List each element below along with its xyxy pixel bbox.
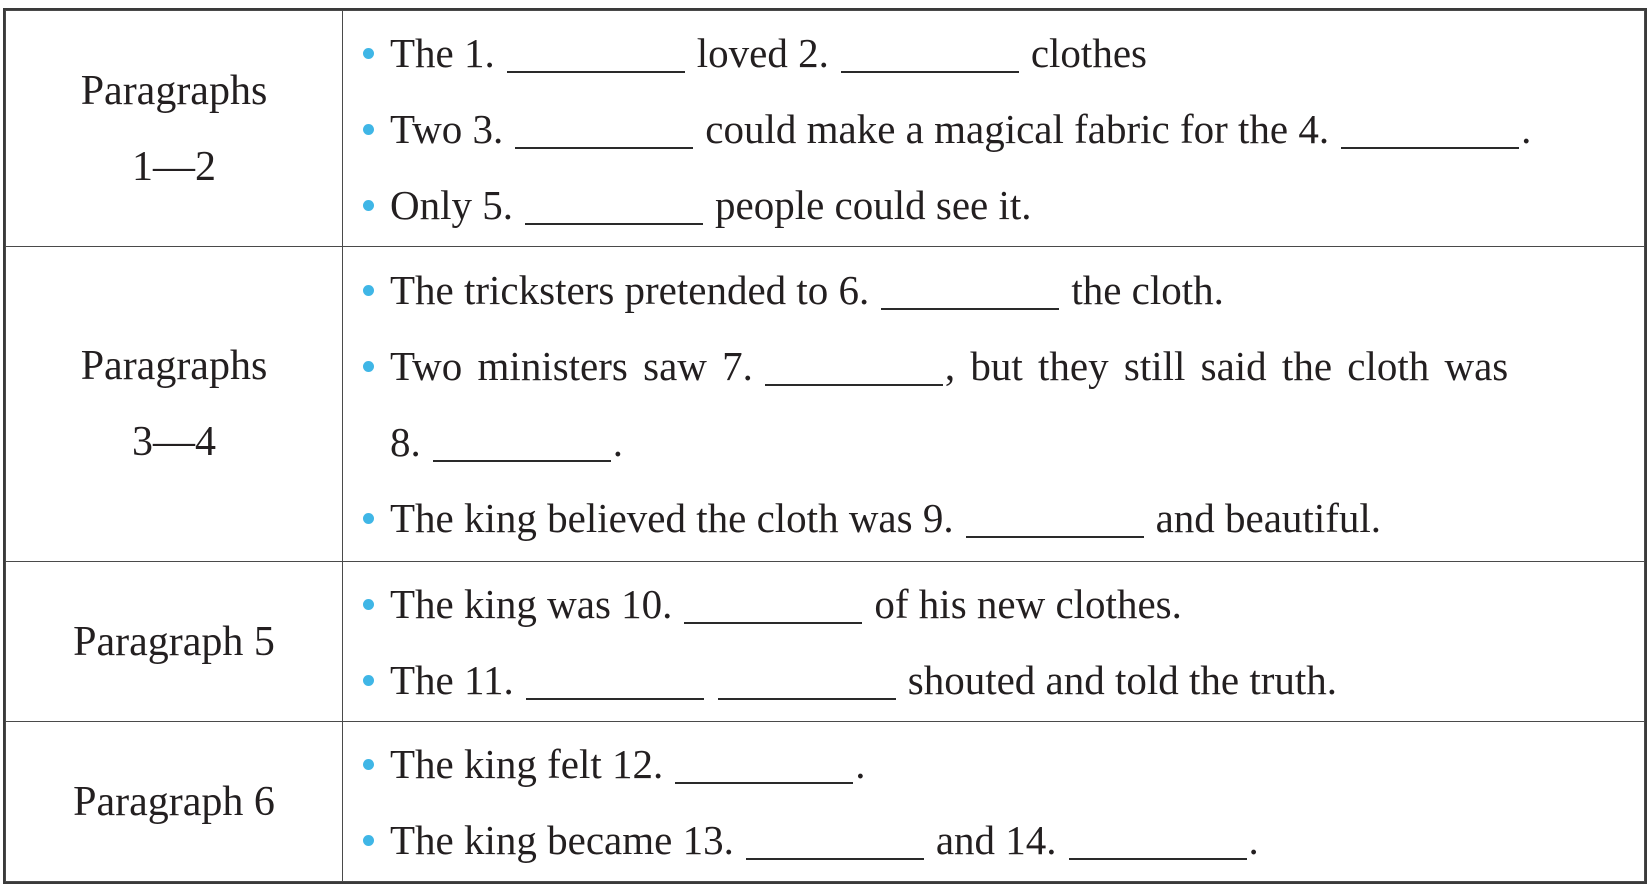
bullet-dot-icon (363, 123, 374, 135)
blank-11b[interactable] (717, 697, 896, 700)
sentence-1: The 1. loved 2. clothes (363, 15, 1638, 91)
sentence-text: could make a magical fabric for the 4. (705, 105, 1330, 152)
summary-table: Paragraphs 1—2 The 1. loved 2. clothes Two… (5, 9, 1645, 882)
blank-4[interactable] (1341, 146, 1520, 149)
bullet-dot-icon (363, 47, 374, 59)
sentence-text: people could see it. (715, 181, 1032, 228)
sentence-text: , but they still said the cloth was (944, 343, 1509, 390)
sentence-text: shouted and told the truth. (907, 656, 1338, 703)
sentence-text: Two 3. (390, 105, 504, 152)
blank-2[interactable] (840, 70, 1019, 73)
bullet-dot-icon (363, 598, 374, 610)
bullet-dot-icon (363, 361, 374, 373)
blank-14[interactable] (1068, 857, 1247, 860)
bullet-dot-icon (363, 834, 374, 846)
blank-13[interactable] (745, 857, 924, 860)
table-row-paragraph-5: Paragraph 5 The king was 10. of his new c… (5, 561, 1645, 723)
summary-table-frame: Paragraphs 1—2 The 1. loved 2. clothes Two… (3, 8, 1647, 884)
sentence-13: The king became 13. and 14.. (363, 802, 1638, 878)
sentence-text: and 14. (935, 816, 1057, 863)
blank-10[interactable] (684, 621, 863, 624)
row-label-paragraphs-1-2: Paragraphs 1—2 (5, 9, 343, 248)
row-content-paragraphs-3-4: The tricksters pretended to 6. the cloth.… (342, 246, 1645, 563)
sentence-6: The tricksters pretended to 6. the cloth. (363, 252, 1638, 328)
blank-8[interactable] (432, 459, 611, 463)
sentence-3: Only 5. people could see it. (363, 167, 1638, 243)
sentence-text: The king believed the cloth was 9. (390, 495, 954, 542)
blank-9[interactable] (965, 535, 1144, 539)
table-row-paragraph-6: Paragraph 6 The king felt 12.. The king … (5, 721, 1645, 882)
sentence-text: Two ministers saw 7. (390, 343, 753, 390)
sentence-7-continued: 8.. (363, 404, 1638, 480)
blank-12[interactable] (675, 781, 854, 784)
row-label-line: Paragraphs (80, 343, 268, 390)
sentence-text: and beautiful. (1155, 495, 1382, 542)
bullet-dot-icon (363, 674, 374, 686)
sentence-7: Two ministers saw 7. , but they still sai… (363, 328, 1638, 404)
sentence-text: . (855, 740, 866, 787)
blank-6[interactable] (881, 307, 1060, 311)
sentence-text: the cloth. (1071, 267, 1224, 314)
row-label-line: Paragraph 6 (73, 778, 275, 825)
row-label-line: Paragraphs (80, 67, 268, 114)
sentence-text: Only 5. (390, 181, 513, 228)
row-label-line: Paragraph 5 (73, 618, 275, 665)
bullet-dot-icon (363, 285, 374, 297)
blank-1[interactable] (506, 70, 685, 73)
table-row-paragraphs-3-4: Paragraphs 3—4 The tricksters pretended … (5, 246, 1645, 563)
sentence-text: loved 2. (696, 29, 829, 76)
sentence-text: The king felt 12. (390, 740, 664, 787)
bullet-dot-icon (363, 199, 374, 211)
sentence-12: The king felt 12.. (363, 726, 1638, 802)
sentence-text: . (612, 419, 623, 466)
blank-7[interactable] (764, 383, 943, 387)
table-row-paragraphs-1-2: Paragraphs 1—2 The 1. loved 2. clothes Two… (5, 9, 1645, 248)
sentence-text: 8. (390, 419, 421, 466)
row-content-paragraph-5: The king was 10. of his new clothes. The … (342, 561, 1645, 723)
row-content-paragraph-6: The king felt 12.. The king became 13. an… (342, 721, 1645, 882)
sentence-11: The 11. shouted and told the truth. (363, 642, 1638, 718)
sentence-2: Two 3. could make a magical fabric for th… (363, 91, 1638, 167)
sentence-text: of his new clothes. (874, 580, 1182, 627)
sentence-text: . (1248, 816, 1259, 863)
sentence-text: The 1. (390, 29, 495, 76)
bullet-dot-icon (363, 513, 374, 525)
row-label-line: 1—2 (132, 143, 216, 190)
sentence-9: The king believed the cloth was 9. and be… (363, 480, 1638, 556)
row-label-paragraph-6: Paragraph 6 (5, 721, 343, 882)
sentence-text: The tricksters pretended to 6. (390, 267, 870, 314)
row-label-paragraphs-3-4: Paragraphs 3—4 (5, 246, 343, 563)
sentence-text: clothes (1030, 29, 1147, 76)
sentence-text: The king was 10. (390, 580, 673, 627)
sentence-text: The 11. (390, 656, 514, 703)
row-label-paragraph-5: Paragraph 5 (5, 561, 343, 723)
blank-5[interactable] (525, 222, 703, 225)
bullet-dot-icon (363, 758, 374, 770)
sentence-text: . (1521, 105, 1532, 152)
sentence-text: The king became 13. (390, 816, 734, 863)
blank-3[interactable] (515, 146, 694, 149)
row-label-line: 3—4 (132, 419, 216, 466)
blank-11a[interactable] (525, 697, 704, 700)
row-content-paragraphs-1-2: The 1. loved 2. clothes Two 3. could make a… (342, 9, 1645, 248)
sentence-10: The king was 10. of his new clothes. (363, 566, 1638, 642)
